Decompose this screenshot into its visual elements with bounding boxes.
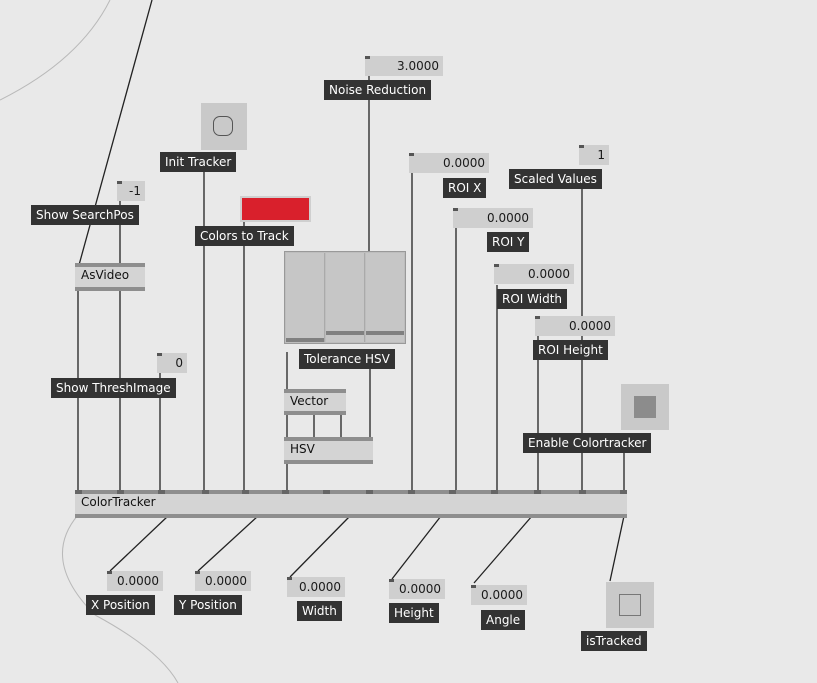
is-tracked-toggle[interactable] xyxy=(606,582,654,628)
colortracker-inlet[interactable] xyxy=(282,490,289,494)
width-number[interactable]: 0.0000 xyxy=(287,577,345,597)
vector-text: Vector xyxy=(290,394,329,408)
scaled-values-number[interactable]: 1 xyxy=(579,145,609,165)
colortracker-inlet[interactable] xyxy=(202,490,209,494)
cord-out-tracked xyxy=(609,515,625,582)
roi-width-label: ROI Width xyxy=(497,289,567,309)
tolerance-slider-2[interactable] xyxy=(326,253,365,342)
bg-curve-top-left xyxy=(0,0,111,101)
x-position-number[interactable]: 0.0000 xyxy=(107,571,163,591)
is-tracked-label: isTracked xyxy=(581,631,647,651)
height-number[interactable]: 0.0000 xyxy=(389,579,445,599)
roi-height-label: ROI Height xyxy=(533,340,608,360)
cord-out-height xyxy=(391,515,442,580)
colortracker-inlet[interactable] xyxy=(75,490,82,494)
colortracker-inlet[interactable] xyxy=(408,490,415,494)
roi-y-label: ROI Y xyxy=(487,232,530,252)
tolerance-slider-3[interactable] xyxy=(366,253,404,342)
roi-y-number[interactable]: 0.0000 xyxy=(453,208,533,228)
roi-width-number[interactable]: 0.0000 xyxy=(494,264,574,284)
color-swatch[interactable] xyxy=(240,196,311,222)
slider-level-bar xyxy=(286,338,324,342)
asvideo-text: AsVideo xyxy=(81,268,130,282)
enable-colortracker-toggle[interactable] xyxy=(621,384,669,430)
show-threshimage-number[interactable]: 0 xyxy=(157,353,187,373)
roi-height-number[interactable]: 0.0000 xyxy=(535,316,615,336)
colortracker-inlet[interactable] xyxy=(491,490,498,494)
angle-number[interactable]: 0.0000 xyxy=(471,585,527,605)
colortracker-inlet[interactable] xyxy=(449,490,456,494)
cord-out-width xyxy=(289,515,351,578)
colortracker-inlet[interactable] xyxy=(620,490,627,494)
y-position-number[interactable]: 0.0000 xyxy=(195,571,251,591)
colortracker-inlet[interactable] xyxy=(117,490,124,494)
x-position-label: X Position xyxy=(86,595,155,615)
colortracker-inlet[interactable] xyxy=(323,490,330,494)
roi-x-label: ROI X xyxy=(443,178,487,198)
toggle-on-icon xyxy=(634,396,656,418)
cord-top-diagonal xyxy=(78,0,153,266)
tolerance-hsv-multislider[interactable] xyxy=(284,251,406,344)
bang-button-icon xyxy=(213,116,233,136)
enable-colortracker-label: Enable Colortracker xyxy=(523,433,652,453)
init-tracker-label: Init Tracker xyxy=(160,152,237,172)
roi-x-number[interactable]: 0.0000 xyxy=(409,153,489,173)
angle-label: Angle xyxy=(481,610,526,630)
noise-reduction-number[interactable]: 3.0000 xyxy=(365,56,443,76)
show-searchpos-number[interactable]: -1 xyxy=(117,181,145,201)
tolerance-hsv-label: Tolerance HSV xyxy=(299,349,395,369)
show-searchpos-label: Show SearchPos xyxy=(31,205,139,225)
colortracker-inlet[interactable] xyxy=(579,490,586,494)
slider-level-bar xyxy=(326,331,364,335)
scaled-values-label: Scaled Values xyxy=(509,169,602,189)
slider-level-bar xyxy=(366,331,404,335)
asvideo-object[interactable]: AsVideo xyxy=(75,263,145,291)
height-label: Height xyxy=(389,603,439,623)
colortracker-inlet[interactable] xyxy=(534,490,541,494)
y-position-label: Y Position xyxy=(174,595,242,615)
noise-reduction-label: Noise Reduction xyxy=(324,80,432,100)
width-label: Width xyxy=(297,601,342,621)
colortracker-inlet[interactable] xyxy=(366,490,373,494)
color-to-track-fill xyxy=(242,198,309,220)
vector-object[interactable]: Vector xyxy=(284,389,346,415)
cord-out-x xyxy=(109,515,169,572)
hsv-text: HSV xyxy=(290,442,315,456)
cord-out-angle xyxy=(473,515,533,584)
init-tracker-button[interactable] xyxy=(201,103,247,150)
colors-to-track-label: Colors to Track xyxy=(195,226,294,246)
toggle-off-icon xyxy=(619,594,641,616)
show-threshimage-label: Show ThreshImage xyxy=(51,378,176,398)
hsv-object[interactable]: HSV xyxy=(284,437,373,464)
colortracker-inlet[interactable] xyxy=(242,490,249,494)
colortracker-text: ColorTracker xyxy=(81,495,156,509)
colortracker-object[interactable]: ColorTracker xyxy=(75,490,627,518)
colortracker-inlet[interactable] xyxy=(158,490,165,494)
cord-out-y xyxy=(197,515,259,572)
tolerance-slider-1[interactable] xyxy=(286,253,325,342)
